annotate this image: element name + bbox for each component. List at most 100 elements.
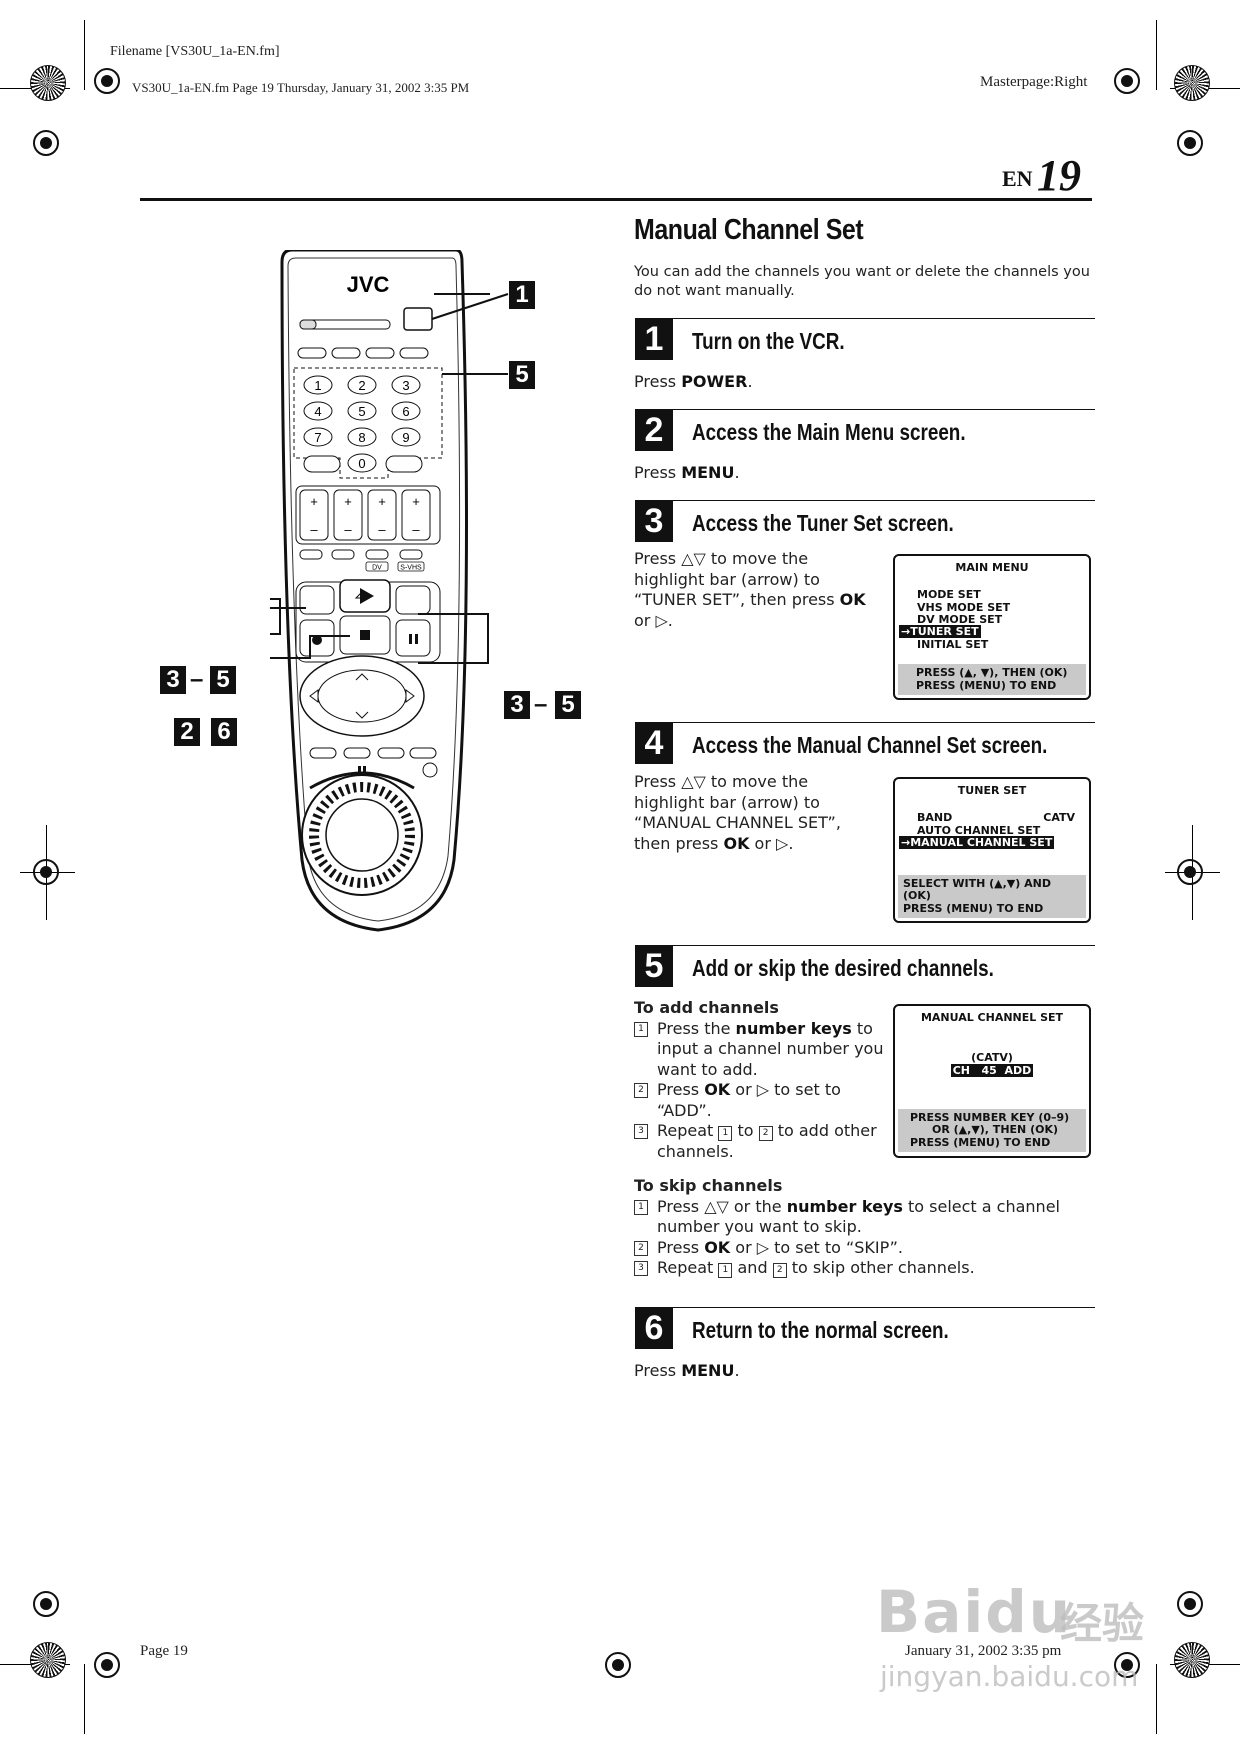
registration-sun-mark	[30, 1642, 66, 1678]
page-heading: EN 19	[1002, 150, 1081, 201]
osd-menu-item: VHS MODE SET	[917, 600, 1011, 614]
number-key-5: 5	[358, 404, 365, 419]
callout-step-5: 5	[509, 361, 535, 389]
number-key-8: 8	[358, 430, 365, 445]
registration-target-mark	[1177, 130, 1203, 156]
tuner-set-osd: TUNER SET BAND CATV AUTO CHANNEL SET →MA…	[893, 777, 1091, 923]
osd-highlighted-item: →TUNER SET	[899, 625, 981, 638]
callout-step-1: 1	[509, 281, 535, 309]
callout-step-6: 6	[211, 718, 237, 746]
osd-band: (CATV)	[971, 1051, 1013, 1064]
step-2-text: Press MENU.	[634, 463, 740, 482]
registration-target-mark	[33, 1591, 59, 1617]
step-number-2: 2	[635, 409, 673, 451]
osd-title: MANUAL CHANNEL SET	[920, 1011, 1064, 1024]
main-menu-osd: MAIN MENU MODE SET VHS MODE SET DV MODE …	[893, 554, 1091, 700]
registration-target-mark	[33, 859, 59, 885]
svg-text:–: –	[412, 522, 420, 537]
osd-footer: SELECT WITH (▲,▼) AND (OK) PRESS (MENU) …	[898, 874, 1086, 918]
dv-badge: DV	[372, 565, 382, 572]
filename-label: Filename [VS30U_1a-EN.fm]	[110, 44, 280, 59]
step-divider	[635, 945, 1095, 946]
section-title: Manual Channel Set	[634, 214, 864, 246]
registration-target-mark	[94, 1652, 120, 1678]
step-divider	[635, 409, 1095, 410]
osd-footer: PRESS NUMBER KEY (0–9) OR (▲,▼), THEN (O…	[898, 1108, 1086, 1152]
step-divider	[635, 722, 1095, 723]
step-6-title: Return to the normal screen.	[692, 1317, 949, 1343]
registration-sun-mark	[1174, 1642, 1210, 1678]
osd-title: MAIN MENU	[955, 561, 1029, 574]
registration-sun-mark	[1174, 65, 1210, 101]
svhs-badge: S-VHS	[400, 565, 422, 572]
file-info-line: VS30U_1a-EN.fm Page 19 Thursday, January…	[132, 80, 470, 95]
callout-step-3-right: 3	[504, 691, 530, 719]
watermark-cn: 经验	[1060, 1599, 1145, 1648]
osd-title: TUNER SET	[957, 784, 1027, 797]
step-2-title: Access the Main Menu screen.	[692, 419, 966, 445]
number-key-6: 6	[402, 404, 409, 419]
osd-menu-item: MODE SET	[917, 588, 981, 601]
osd-highlighted-item: →MANUAL CHANNEL SET	[899, 836, 1055, 849]
osd-menu-item: DV MODE SET	[917, 613, 1003, 626]
number-key-7: 7	[314, 430, 321, 445]
number-key-2: 2	[358, 378, 365, 393]
add-channels-heading: To add channels	[634, 998, 779, 1017]
step-4-title: Access the Manual Channel Set screen.	[692, 732, 1048, 758]
registration-target-mark	[605, 1652, 631, 1678]
remote-brand: JVC	[347, 272, 390, 297]
number-key-9: 9	[402, 430, 409, 445]
section-intro: You can add the channels you want or del…	[634, 264, 1090, 299]
registration-target-mark	[94, 68, 120, 94]
number-key-4: 4	[314, 404, 321, 419]
step-number-4: 4	[635, 722, 673, 764]
step-3-title: Access the Tuner Set screen.	[692, 510, 954, 536]
osd-channel-readout: CH 45 ADD	[950, 1064, 1034, 1077]
step-6-text: Press MENU.	[634, 1361, 740, 1380]
step-number-3: 3	[635, 500, 673, 542]
callout-step-3-left: 3	[160, 666, 186, 694]
callout-dash: –	[534, 691, 548, 718]
step-1-text: Press POWER.	[634, 372, 753, 391]
step-3-text: Press △▽ to move the highlight bar (arro…	[634, 549, 866, 630]
step-divider	[635, 1307, 1095, 1308]
registration-target-mark	[1177, 1591, 1203, 1617]
callout-step-5-left: 5	[210, 666, 236, 694]
number-key-1: 1	[314, 378, 321, 393]
watermark-brand: Baidu	[876, 1578, 1073, 1646]
footer-date: January 31, 2002 3:35 pm	[905, 1643, 1062, 1659]
svg-text:+: +	[378, 494, 386, 509]
skip-channels-heading: To skip channels	[634, 1176, 783, 1195]
step-divider	[635, 318, 1095, 319]
svg-text:–: –	[378, 522, 386, 537]
step-number-6: 6	[635, 1307, 673, 1349]
footer-page: Page 19	[140, 1643, 188, 1659]
number-key-3: 3	[402, 378, 409, 393]
page-number: 19	[1037, 151, 1082, 200]
registration-target-mark	[1114, 68, 1140, 94]
step-number-5: 5	[635, 945, 673, 987]
svg-text:+: +	[310, 494, 318, 509]
callout-step-2: 2	[174, 718, 200, 746]
registration-target-mark	[33, 130, 59, 156]
manual-channel-set-osd: MANUAL CHANNEL SET (CATV) CH 45 ADD PRES…	[893, 1004, 1091, 1158]
language-code: EN	[1002, 166, 1033, 191]
osd-band-value: CATV	[1043, 811, 1075, 824]
callout-dash: –	[190, 666, 204, 693]
registration-sun-mark	[30, 65, 66, 101]
step-4-text: Press △▽ to move the highlight bar (arro…	[634, 772, 841, 853]
osd-footer: PRESS (▲, ▼), THEN (OK) PRESS (MENU) TO …	[898, 664, 1086, 695]
step-1-title: Turn on the VCR.	[692, 328, 845, 354]
header-rule	[140, 198, 1092, 201]
remote-svg: JVC 1 2 3 4 5 6 7 8 9 0	[230, 248, 509, 932]
remote-control-illustration: JVC 1 2 3 4 5 6 7 8 9 0	[230, 248, 590, 940]
watermark-url: jingyan.baidu.com	[880, 1660, 1139, 1693]
step-number-1: 1	[635, 318, 673, 360]
